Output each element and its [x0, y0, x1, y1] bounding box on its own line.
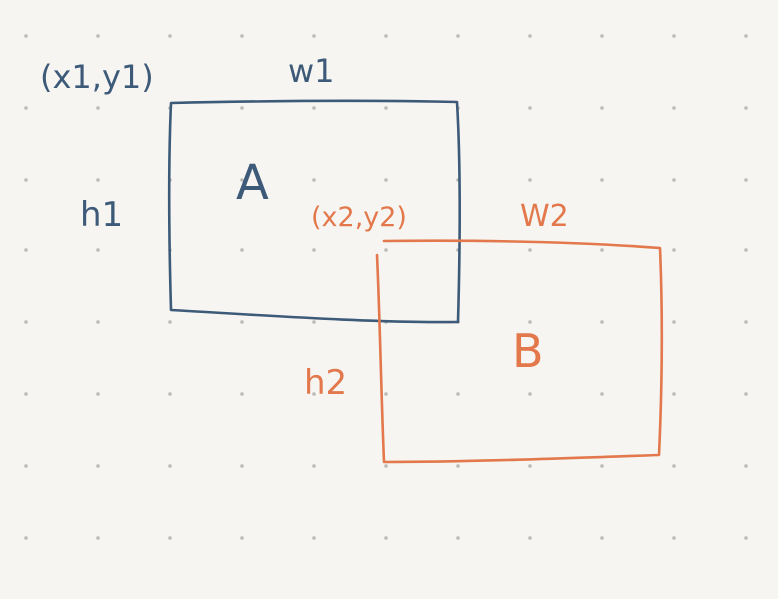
grid-dot — [96, 464, 100, 468]
grid-dot — [384, 392, 388, 396]
grid-dot — [672, 34, 676, 38]
grid-dot — [384, 106, 388, 110]
grid-dot — [384, 536, 388, 540]
grid-dot — [312, 106, 316, 110]
rectangle-a-width-label: w1 — [288, 52, 335, 90]
grid-dot — [240, 320, 244, 324]
grid-dot — [384, 178, 388, 182]
grid-dot — [312, 392, 316, 396]
rectangle-b-height-label: h2 — [304, 363, 347, 403]
grid-dot — [672, 320, 676, 324]
grid-dot — [600, 464, 604, 468]
dot-grid — [24, 34, 748, 540]
grid-dot — [168, 392, 172, 396]
grid-dot — [528, 536, 532, 540]
grid-dot — [240, 106, 244, 110]
grid-dot — [24, 248, 28, 252]
grid-dot — [600, 248, 604, 252]
grid-dot — [168, 464, 172, 468]
grid-dot — [744, 392, 748, 396]
grid-dot — [456, 536, 460, 540]
grid-dot — [240, 178, 244, 182]
grid-dot — [456, 392, 460, 396]
grid-dot — [384, 464, 388, 468]
grid-dot — [456, 34, 460, 38]
grid-dot — [744, 34, 748, 38]
grid-dot — [312, 34, 316, 38]
rectangle-a-label: A — [236, 155, 269, 211]
grid-dot — [24, 392, 28, 396]
grid-dot — [24, 464, 28, 468]
grid-dot — [312, 248, 316, 252]
grid-dot — [672, 536, 676, 540]
grid-dot — [672, 392, 676, 396]
grid-dot — [240, 248, 244, 252]
rectangle-b-label: B — [512, 324, 544, 378]
grid-dot — [312, 178, 316, 182]
grid-dot — [312, 536, 316, 540]
grid-dot — [240, 464, 244, 468]
grid-dot — [672, 464, 676, 468]
grid-dot — [744, 248, 748, 252]
grid-dot — [672, 178, 676, 182]
grid-dot — [600, 106, 604, 110]
grid-dot — [24, 34, 28, 38]
grid-dot — [96, 106, 100, 110]
grid-dot — [528, 248, 532, 252]
rectangle-a: A (x1,y1) w1 h1 — [40, 52, 462, 324]
grid-dot — [744, 178, 748, 182]
rectangle-a-outline — [167, 99, 462, 324]
grid-dot — [528, 178, 532, 182]
grid-dot — [744, 106, 748, 110]
grid-dot — [168, 34, 172, 38]
grid-dot — [744, 536, 748, 540]
grid-dot — [96, 536, 100, 540]
rectangle-b-width-label: W2 — [520, 199, 569, 234]
grid-dot — [240, 392, 244, 396]
rectangle-a-height-label: h1 — [80, 195, 123, 235]
grid-dot — [168, 320, 172, 324]
grid-dot — [240, 34, 244, 38]
grid-dot — [24, 106, 28, 110]
grid-dot — [96, 392, 100, 396]
grid-dot — [384, 34, 388, 38]
grid-dot — [96, 178, 100, 182]
grid-dot — [240, 536, 244, 540]
grid-dot — [600, 320, 604, 324]
rectangle-a-corner-label: (x1,y1) — [40, 58, 154, 96]
rectangle-b-outline — [375, 239, 664, 464]
rectangle-b-corner-label: (x2,y2) — [311, 202, 407, 233]
grid-dot — [528, 464, 532, 468]
grid-dot — [600, 392, 604, 396]
grid-dot — [528, 106, 532, 110]
grid-dot — [672, 248, 676, 252]
grid-dot — [96, 320, 100, 324]
grid-dot — [600, 178, 604, 182]
grid-dot — [744, 464, 748, 468]
grid-dot — [528, 34, 532, 38]
rectangle-b: B (x2,y2) W2 h2 — [304, 199, 664, 464]
grid-dot — [528, 320, 532, 324]
grid-dot — [96, 34, 100, 38]
grid-dot — [24, 320, 28, 324]
grid-dot — [528, 392, 532, 396]
grid-dot — [24, 178, 28, 182]
grid-dot — [672, 106, 676, 110]
grid-dot — [168, 536, 172, 540]
grid-dot — [24, 536, 28, 540]
grid-dot — [312, 464, 316, 468]
grid-dot — [312, 320, 316, 324]
grid-dot — [744, 320, 748, 324]
grid-dot — [96, 248, 100, 252]
grid-dot — [456, 464, 460, 468]
grid-dot — [384, 248, 388, 252]
grid-dot — [600, 34, 604, 38]
grid-dot — [600, 536, 604, 540]
